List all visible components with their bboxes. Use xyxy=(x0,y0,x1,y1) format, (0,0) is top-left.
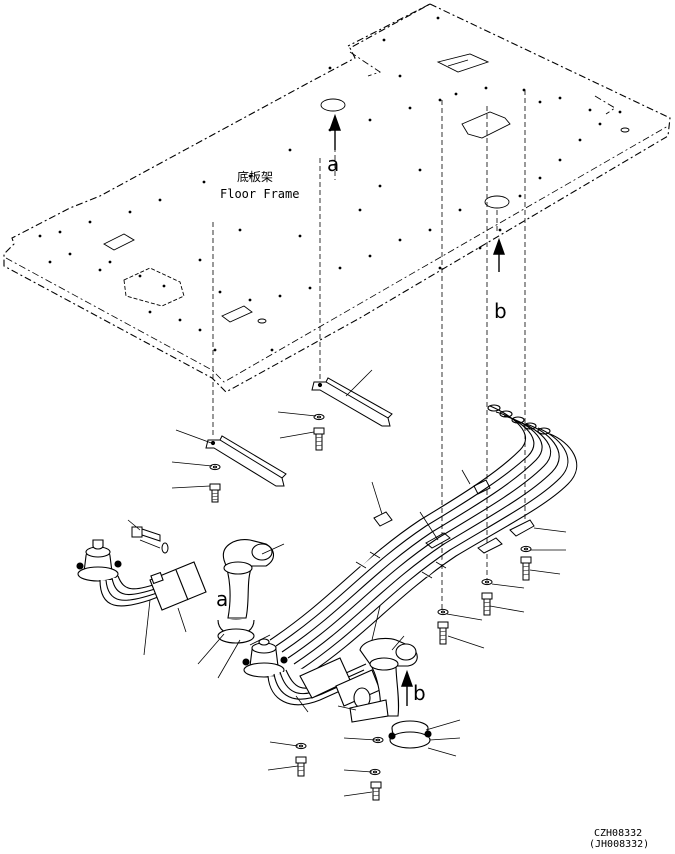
frame-openings xyxy=(103,53,630,324)
clamp-brackets xyxy=(205,377,535,554)
left-valve-assembly xyxy=(76,539,207,611)
bolts xyxy=(131,427,532,801)
washers xyxy=(161,413,532,776)
drawing-code-secondary: (JH008332) xyxy=(589,839,649,850)
view-marker-b-top: b xyxy=(494,299,507,323)
leader-lines xyxy=(127,369,567,797)
view-marker-b-bottom: b xyxy=(413,681,426,705)
frame-holes xyxy=(38,16,622,352)
frame-label-english: Floor Frame xyxy=(220,187,299,201)
view-marker-a-top: a xyxy=(327,152,339,176)
view-marker-a-bottom: a xyxy=(216,587,228,611)
center-valve-assembly xyxy=(242,638,381,707)
hose-bundle xyxy=(269,404,578,677)
frame-label-chinese: 底板架 xyxy=(237,169,273,184)
right-valve-assembly xyxy=(349,637,432,749)
floor-frame-plate xyxy=(3,3,671,393)
drawing-code-primary: CZH08332 xyxy=(594,828,642,839)
center-lines xyxy=(212,90,526,610)
elbow-pipe xyxy=(217,539,275,644)
